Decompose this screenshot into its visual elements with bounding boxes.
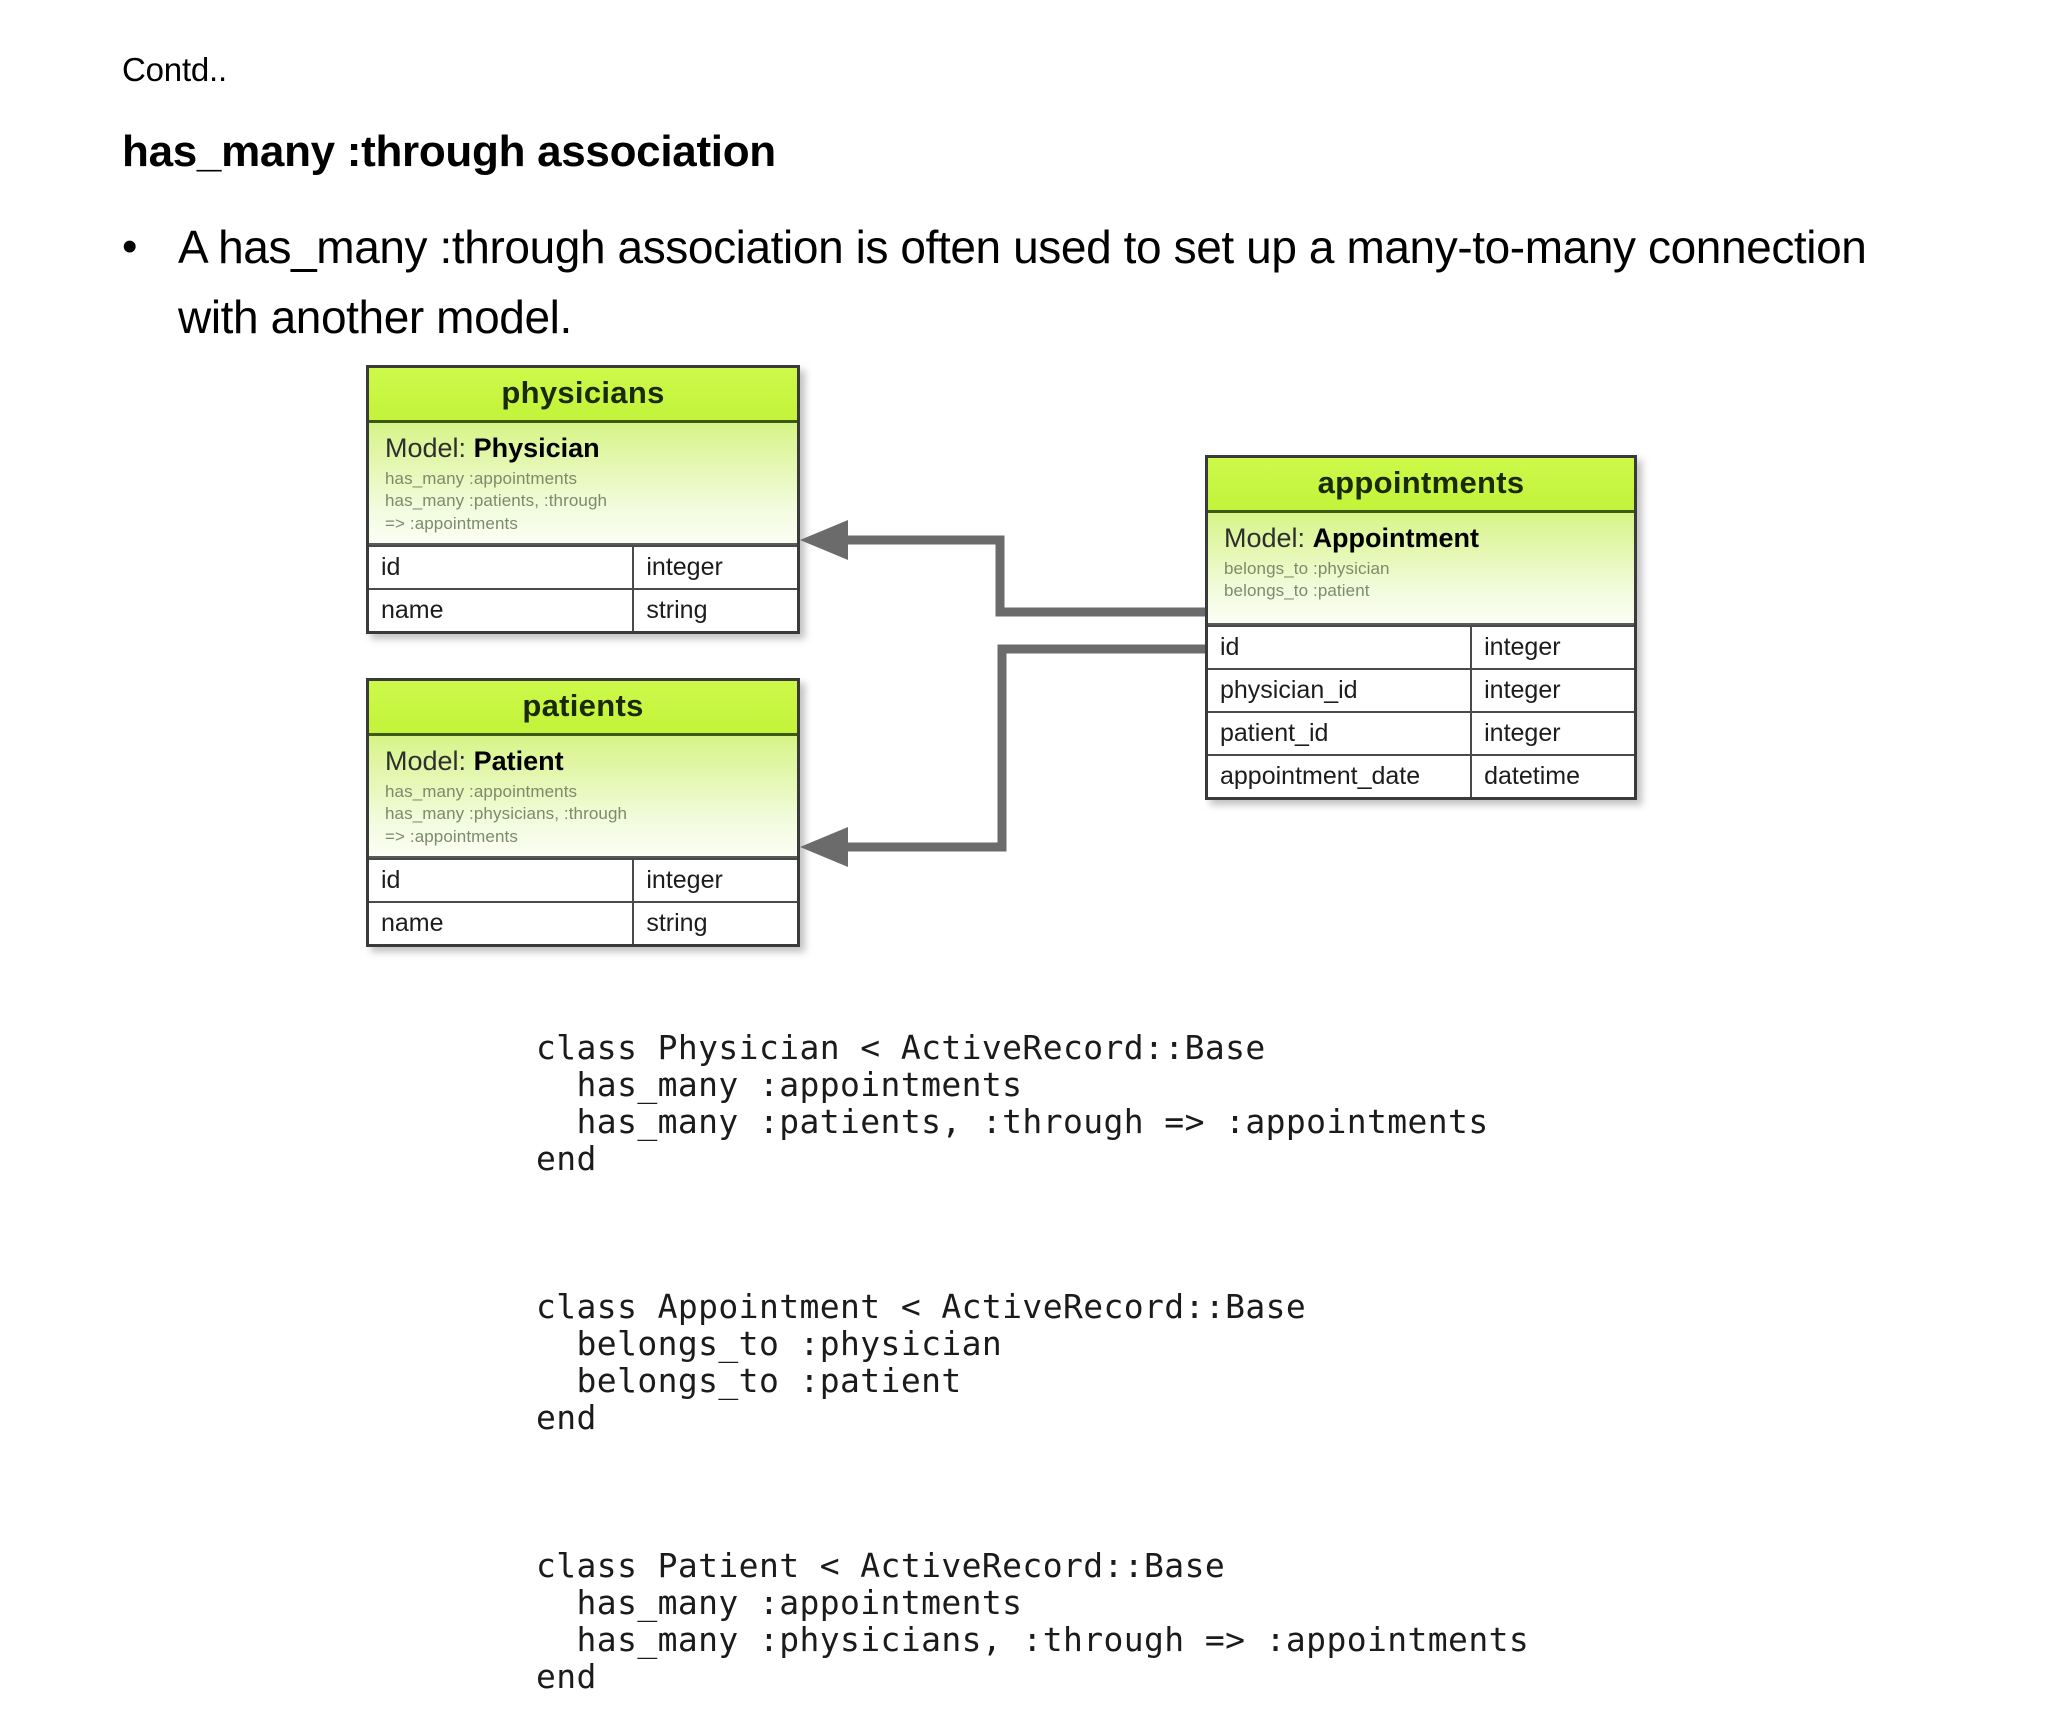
er-table-physicians[interactable]: physicians Model: Physician has_many :ap… bbox=[366, 365, 800, 635]
er-table-patients[interactable]: patients Model: Patient has_many :appoin… bbox=[366, 678, 800, 948]
er-column-name: id bbox=[369, 547, 635, 589]
er-column-type: integer bbox=[646, 553, 723, 582]
contd-label: Contd.. bbox=[122, 51, 227, 88]
er-table-row: id integer bbox=[1208, 624, 1634, 668]
er-model-name-patients: Model: Patient bbox=[385, 745, 781, 779]
er-model-block-appointments: Model: Appointment belongs_to :physician… bbox=[1208, 513, 1634, 625]
code-block-patient: class Patient < ActiveRecord::Base has_m… bbox=[536, 1546, 1530, 1696]
er-table-title-appointments: appointments bbox=[1208, 458, 1634, 513]
relation-arrowhead-patient bbox=[800, 827, 848, 867]
bullet-item-text: A has_many :through association is often… bbox=[178, 221, 1867, 343]
er-column-type: datetime bbox=[1484, 761, 1580, 790]
er-assoc-line: has_many :physicians, :through bbox=[385, 804, 628, 824]
code-listing: class Physician < ActiveRecord::Base has… bbox=[536, 955, 1529, 1732]
er-column-type: string bbox=[646, 596, 708, 625]
er-diagram: physicians Model: Physician has_many :ap… bbox=[0, 340, 2048, 948]
er-table-row: name string bbox=[369, 901, 797, 945]
code-block-physician: class Physician < ActiveRecord::Base has… bbox=[536, 1028, 1489, 1178]
er-assoc-line: => :appointments bbox=[385, 513, 518, 533]
er-model-label: Model: bbox=[385, 746, 467, 776]
er-assoc-line: belongs_to :physician bbox=[1224, 558, 1390, 578]
relation-line-patient bbox=[832, 644, 1205, 852]
code-block-appointment: class Appointment < ActiveRecord::Base b… bbox=[536, 1287, 1307, 1437]
er-column-type: integer bbox=[1484, 675, 1561, 704]
relation-arrowhead-physician bbox=[800, 520, 848, 560]
er-table-row: name string bbox=[369, 588, 797, 632]
er-table-row: physician_id integer bbox=[1208, 667, 1634, 711]
bullet-marker-icon: • bbox=[122, 222, 138, 271]
er-column-type: integer bbox=[646, 866, 723, 895]
er-model-block-patients: Model: Patient has_many :appointments ha… bbox=[369, 736, 797, 859]
er-model-block-physicians: Model: Physician has_many :appointments … bbox=[369, 423, 797, 546]
er-assoc-line: has_many :appointments bbox=[385, 781, 578, 801]
er-assoc-line: has_many :appointments bbox=[385, 468, 578, 488]
er-table-row: id integer bbox=[369, 545, 797, 589]
er-model-label: Model: bbox=[1224, 523, 1306, 553]
er-column-name: patient_id bbox=[1208, 712, 1473, 754]
er-table-appointments[interactable]: appointments Model: Appointment belongs_… bbox=[1205, 455, 1637, 800]
er-table-title-physicians: physicians bbox=[369, 368, 797, 423]
er-model-name-physicians: Model: Physician bbox=[385, 432, 781, 466]
page-title: has_many :through association bbox=[122, 127, 776, 176]
er-model-value: Physician bbox=[473, 433, 600, 463]
er-column-name: appointment_date bbox=[1208, 755, 1473, 797]
er-column-name: id bbox=[369, 860, 635, 902]
er-table-row: appointment_date datetime bbox=[1208, 753, 1634, 797]
er-table-row: patient_id integer bbox=[1208, 710, 1634, 754]
er-column-name: name bbox=[369, 590, 635, 632]
er-column-name: name bbox=[369, 903, 635, 945]
er-connectors bbox=[800, 520, 1205, 867]
bullet-list-item: • A has_many :through association is oft… bbox=[122, 212, 1952, 352]
relation-line-physician bbox=[832, 535, 1205, 617]
er-model-name-appointments: Model: Appointment bbox=[1224, 522, 1618, 556]
er-column-type: integer bbox=[1484, 718, 1561, 747]
er-model-value: Appointment bbox=[1312, 523, 1480, 553]
er-assoc-line: has_many :patients, :through bbox=[385, 491, 608, 511]
er-assoc-line: belongs_to :patient bbox=[1224, 581, 1370, 601]
er-table-title-patients: patients bbox=[369, 681, 797, 736]
er-column-name: id bbox=[1208, 626, 1473, 668]
er-table-row: id integer bbox=[369, 858, 797, 902]
er-model-value: Patient bbox=[473, 746, 564, 776]
er-model-label: Model: bbox=[385, 433, 467, 463]
er-column-name: physician_id bbox=[1208, 669, 1473, 711]
er-assoc-line: => :appointments bbox=[385, 826, 518, 846]
er-column-type: integer bbox=[1484, 632, 1561, 661]
er-column-type: string bbox=[646, 909, 708, 938]
